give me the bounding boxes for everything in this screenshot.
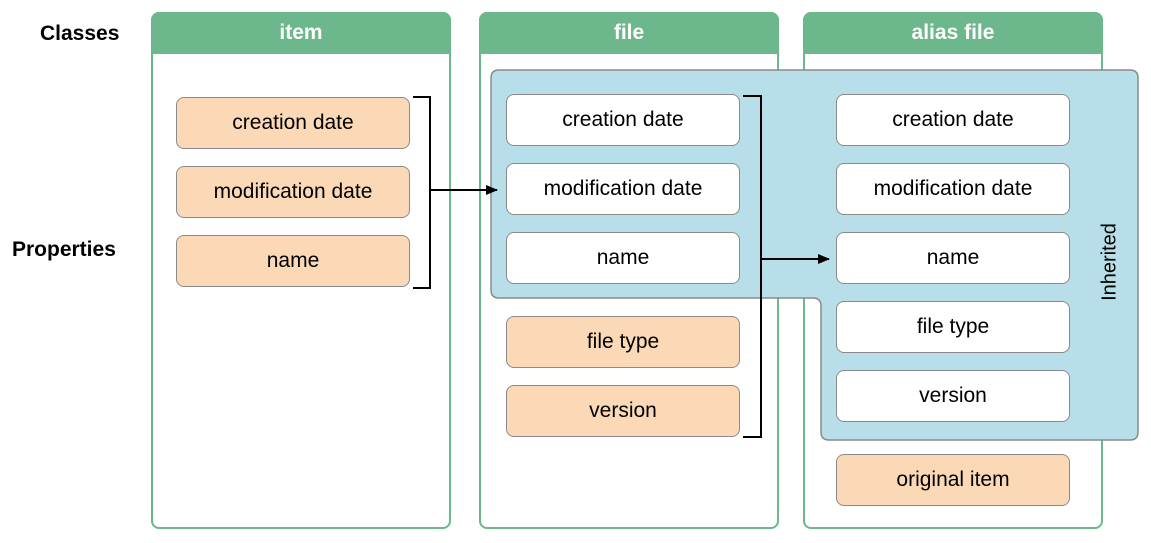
item-property-creation-date: creation date — [176, 97, 410, 149]
alias-file-class-header: alias file — [803, 12, 1103, 54]
file-inherited-name: name — [506, 232, 740, 284]
file-inherited-creation-date: creation date — [506, 94, 740, 146]
item-class-header: item — [151, 12, 451, 54]
alias-inherited-modification-date: modification date — [836, 163, 1070, 215]
file-bracket — [743, 95, 762, 438]
alias-inherited-creation-date: creation date — [836, 94, 1070, 146]
item-bracket — [413, 96, 431, 289]
alias-inherited-version: version — [836, 370, 1070, 422]
alias-inherited-file-type: file type — [836, 301, 1070, 353]
item-property-modification-date: modification date — [176, 166, 410, 218]
item-property-name: name — [176, 235, 410, 287]
alias-inherited-name: name — [836, 232, 1070, 284]
classes-label: Classes — [40, 22, 120, 45]
file-class-header: file — [479, 12, 779, 54]
file-property-version: version — [506, 385, 740, 437]
alias-property-original-item: original item — [836, 454, 1070, 506]
properties-label: Properties — [12, 238, 116, 261]
file-property-file-type: file type — [506, 316, 740, 368]
file-inherited-modification-date: modification date — [506, 163, 740, 215]
